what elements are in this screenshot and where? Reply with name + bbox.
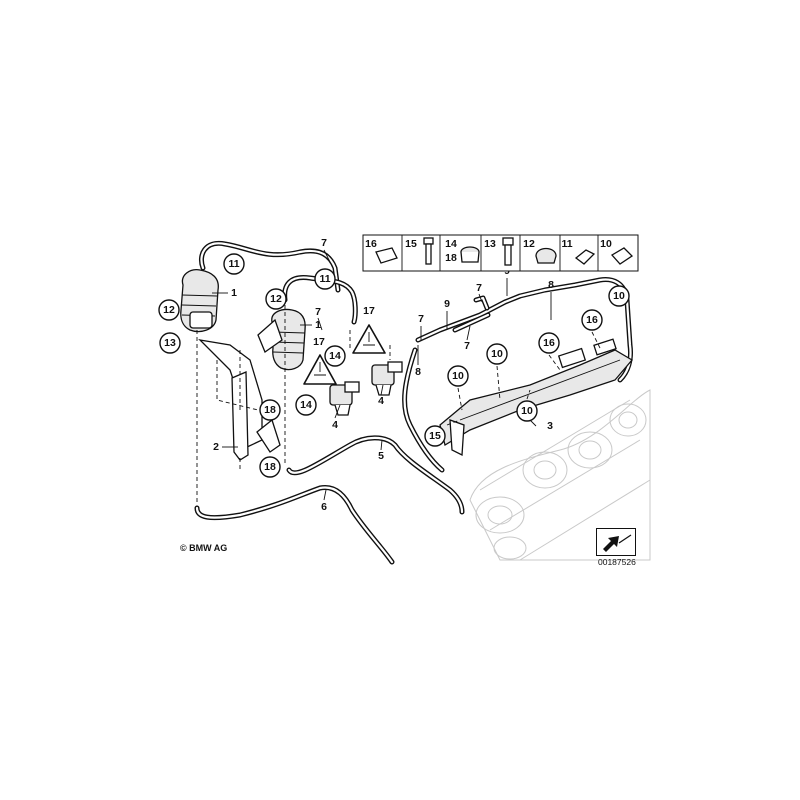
svg-text:15: 15 (429, 430, 441, 442)
label-7-e: 7 (476, 282, 482, 294)
svg-text:12: 12 (270, 293, 282, 305)
legend-15-label: 15 (405, 238, 417, 250)
label-7-a: 7 (321, 237, 327, 249)
label-9-a: 9 (444, 298, 450, 310)
svg-text:13: 13 (164, 337, 176, 349)
copyright-text: © BMW AG (180, 543, 228, 553)
label-17-a: 17 (313, 336, 325, 348)
orientation-arrow-box (596, 528, 636, 556)
callout-14-b: 14 (295, 394, 317, 416)
label-3: 3 (547, 420, 553, 432)
callout-11-b: 11 (314, 268, 336, 290)
callout-14-a: 14 (324, 345, 346, 367)
legend-12-rubber-mount (535, 247, 557, 264)
pressure-converters (329, 361, 403, 416)
legend-14-label: 14 (445, 238, 457, 250)
legend-11-label: 11 (561, 238, 572, 250)
svg-text:11: 11 (319, 273, 330, 285)
label-1-a: 1 (231, 287, 237, 299)
label-5: 5 (378, 450, 384, 462)
legend-11-clip (574, 249, 596, 265)
label-8-a: 8 (415, 366, 421, 378)
callout-18-b: 18 (259, 456, 281, 478)
legend-13-label: 13 (484, 238, 496, 250)
svg-text:10: 10 (521, 405, 533, 417)
callout-12-b: 12 (265, 288, 287, 310)
callout-16-a: 16 (538, 332, 560, 354)
label-7-c: 7 (418, 313, 424, 325)
arrow-icon (603, 534, 632, 552)
legend-10-clip (610, 247, 634, 265)
svg-text:18: 18 (264, 404, 276, 416)
svg-text:10: 10 (491, 348, 503, 360)
callout-12-a: 12 (158, 299, 180, 321)
legend-10-label: 10 (600, 238, 612, 250)
callout-18-a: 18 (259, 399, 281, 421)
legend-15-screw (423, 237, 434, 265)
label-17-b: 17 (363, 305, 375, 317)
legend-16-label: 16 (365, 238, 377, 250)
label-4-b: 4 (378, 395, 384, 407)
svg-text:11: 11 (228, 258, 239, 270)
label-4-a: 4 (332, 419, 338, 431)
small-parts-legend: 16 15 14 18 13 12 11 10 (362, 234, 639, 272)
warning-label-right (352, 324, 386, 354)
engine-block-outline (469, 389, 651, 561)
brackets (198, 339, 281, 461)
callout-10-a: 10 (447, 365, 469, 387)
label-8-b: 8 (548, 279, 554, 291)
svg-text:16: 16 (586, 314, 598, 326)
svg-text:12: 12 (163, 304, 175, 316)
label-7-d: 7 (464, 340, 470, 352)
warning-label-left (303, 354, 337, 385)
bracket-rail (439, 338, 633, 457)
callout-10-c: 10 (516, 400, 538, 422)
svg-text:16: 16 (543, 337, 555, 349)
legend-12-label: 12 (523, 238, 535, 250)
callout-10-b: 10 (486, 343, 508, 365)
label-7-b: 7 (315, 306, 321, 318)
leader-lines (196, 249, 601, 505)
svg-text:10: 10 (613, 290, 625, 302)
label-2: 2 (213, 441, 219, 453)
callout-10-d: 10 (608, 285, 630, 307)
legend-13-bolt (502, 237, 514, 266)
callout-13: 13 (159, 332, 181, 354)
diagram-number: 00187526 (598, 557, 636, 567)
legend-18-label: 18 (445, 252, 457, 264)
callout-16-b: 16 (581, 309, 603, 331)
legend-16-clip (375, 247, 398, 264)
label-6: 6 (321, 501, 327, 513)
callout-11-a: 11 (223, 253, 245, 275)
svg-text:14: 14 (329, 350, 341, 362)
svg-text:18: 18 (264, 461, 276, 473)
callout-15: 15 (424, 425, 446, 447)
vacuum-reservoir-right (257, 308, 306, 371)
svg-text:14: 14 (300, 399, 312, 411)
vacuum-reservoir-left (180, 269, 219, 333)
label-1-b: 1 (315, 319, 321, 331)
svg-text:10: 10 (452, 370, 464, 382)
legend-14-grommet (460, 246, 480, 263)
